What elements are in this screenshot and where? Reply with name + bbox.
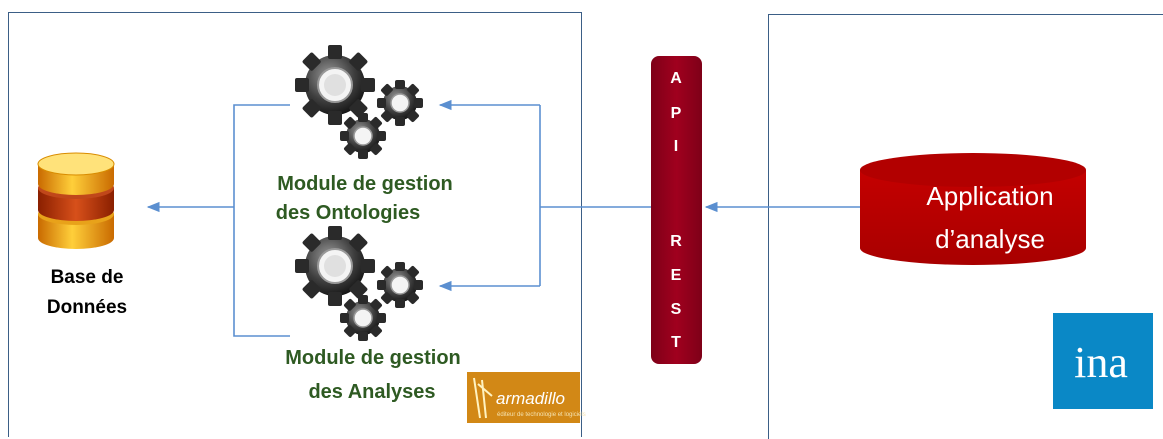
application-cylinder — [860, 153, 1086, 265]
api-letter-i: I — [674, 138, 678, 155]
connectors — [146, 99, 860, 337]
api-rest-letters: A P I R E S T — [670, 70, 682, 351]
analysis-module-label-line1: Module de gestion — [285, 347, 461, 369]
database-label-line2: Données — [47, 297, 127, 318]
application-label-line2: d’analyse — [935, 224, 1045, 254]
api-rest-bar — [651, 56, 702, 364]
ina-logo-text: ina — [1074, 338, 1128, 387]
right-system-frame — [768, 14, 1163, 439]
connector-db-rail — [233, 104, 290, 337]
ontology-module-label-line2: des Ontologies — [276, 202, 420, 224]
api-letter-r: R — [670, 233, 682, 250]
api-letter-t: T — [671, 334, 681, 351]
left-system-frame — [8, 12, 582, 437]
ontology-module-gears-icon — [294, 44, 424, 160]
ina-logo — [1053, 313, 1153, 409]
api-letter-s: S — [671, 301, 682, 318]
database-label-line1: Base de — [51, 267, 124, 288]
armadillo-logo-text: armadillo — [496, 389, 565, 408]
architecture-diagram: Base de Données Module de gestion des On… — [37, 44, 1153, 423]
application-label-line1: Application — [926, 181, 1053, 211]
api-letter-e: E — [671, 267, 682, 284]
api-letter-p: P — [671, 105, 682, 122]
ontology-module-label-line1: Module de gestion — [277, 173, 453, 195]
database-icon — [37, 152, 115, 249]
analysis-module-label-line2: des Analyses — [308, 381, 435, 403]
armadillo-logo — [467, 372, 580, 423]
api-letter-a: A — [670, 70, 682, 87]
analysis-module-gears-icon — [294, 225, 424, 342]
armadillo-logo-tagline: éditeur de technologie et logiciels — [497, 412, 586, 418]
